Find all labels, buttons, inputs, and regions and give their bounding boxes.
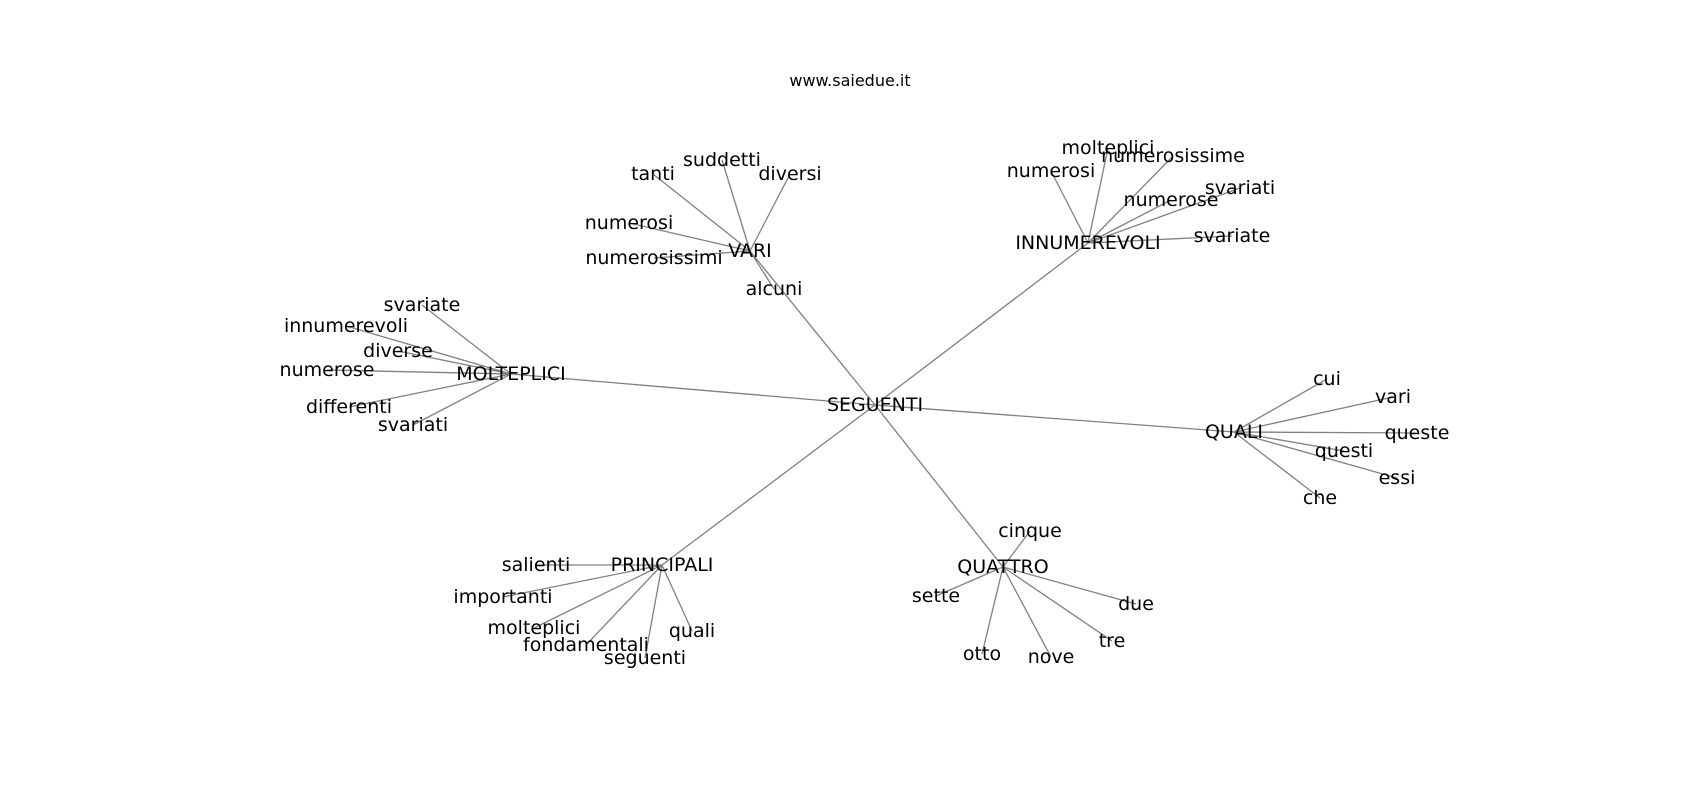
edge-hub-to-leaf [1233, 396, 1394, 433]
leaf-node-label: vari [1375, 386, 1411, 408]
leaf-node-label: tre [1099, 630, 1126, 652]
edges [326, 147, 1418, 659]
edge-hub-to-leaf [1233, 431, 1321, 499]
leaf-node-label: molteplici [1062, 137, 1155, 159]
edge-hub-to-leaf [348, 373, 512, 408]
leaf-node-label: nove [1028, 646, 1075, 668]
leaf-node-label: numerosissimi [585, 247, 722, 269]
edge-hub-to-leaf [421, 304, 512, 375]
edge-hub-to-leaf [653, 250, 751, 259]
leaf-node-label: sette [912, 585, 960, 607]
edge-hub-to-leaf [1002, 530, 1031, 568]
leaf-node-label: suddetti [683, 149, 761, 171]
edge-hub-to-leaf [1233, 431, 1345, 452]
leaf-node-label: svariati [1205, 177, 1275, 199]
leaf-node-label: innumerevoli [284, 315, 408, 337]
edge-hub-to-leaf [1087, 235, 1233, 244]
leaf-node-label: svariate [384, 294, 461, 316]
hub-node-label: VARI [728, 240, 772, 262]
edge-hub-to-leaf [1002, 566, 1113, 642]
edge-hub-to-leaf [502, 564, 663, 598]
leaf-node-label: diverse [363, 340, 433, 362]
hub-node-label: INNUMEREVOLI [1015, 232, 1160, 254]
leaf-node-label: numerosissime [1101, 145, 1245, 167]
leaf-node-label: svariate [1194, 225, 1271, 247]
hub-node-label: MOLTEPLICI [456, 363, 565, 385]
leaf-node-label: differenti [306, 396, 392, 418]
edge-root-to-hub [510, 373, 876, 406]
leaf-node-label: cui [1313, 368, 1341, 390]
edge-hub-to-leaf [1233, 431, 1398, 479]
edge-hub-to-leaf [749, 173, 791, 252]
leaf-node-label: numerosi [585, 212, 673, 234]
edge-hub-to-leaf [749, 250, 775, 290]
edge-root-to-hub [874, 404, 1004, 568]
edge-hub-to-leaf [628, 222, 751, 252]
leaf-node-label: salienti [502, 554, 571, 576]
leaf-node-label: seguenti [604, 647, 686, 669]
edge-hub-to-leaf [1002, 566, 1137, 605]
leaf-node-label: questi [1315, 440, 1373, 462]
edge-hub-to-leaf [1050, 170, 1089, 244]
site-title: www.saiedue.it [789, 71, 911, 90]
leaf-node-label: numerose [1124, 189, 1219, 211]
edge-root-to-hub [749, 250, 876, 406]
edge-hub-to-leaf [721, 159, 751, 252]
leaf-node-label: numerose [280, 359, 375, 381]
edge-hub-to-leaf [661, 564, 693, 632]
hub-node-label: QUALI [1205, 421, 1263, 443]
leaf-node-label: diversi [758, 163, 821, 185]
edge-hub-to-leaf [412, 373, 512, 426]
edge-hub-to-leaf [345, 325, 512, 375]
hub-node-label: QUATTRO [957, 556, 1048, 578]
edge-root-to-hub [874, 404, 1235, 433]
edge-hub-to-leaf [533, 564, 663, 629]
edge-hub-to-leaf [397, 350, 512, 375]
edge-hub-to-leaf [1087, 187, 1241, 244]
edge-hub-to-leaf [1087, 199, 1172, 244]
leaf-node-label: molteplici [488, 617, 581, 639]
leaf-node-label: quali [669, 620, 715, 642]
leaf-node-label: queste [1385, 422, 1450, 444]
edge-hub-to-leaf [326, 369, 512, 375]
edge-hub-to-leaf [585, 564, 663, 646]
edge-hub-to-leaf [1002, 566, 1052, 658]
edge-root-to-hub [874, 242, 1089, 406]
edge-hub-to-leaf [981, 566, 1004, 655]
edge-hub-to-leaf [652, 173, 751, 252]
edge-hub-to-leaf [644, 564, 663, 659]
leaf-node-label: alcuni [746, 278, 803, 300]
leaf-node-label: importanti [453, 586, 552, 608]
leaf-node-label: numerosi [1007, 160, 1095, 182]
leaf-node-label: due [1118, 593, 1154, 615]
leaf-node-label: fondamentali [523, 634, 649, 656]
leaf-node-label: essi [1379, 467, 1416, 489]
edge-root-to-hub [661, 404, 876, 566]
leaf-node-label: otto [963, 643, 1001, 665]
root-node-label: SEGUENTI [827, 394, 923, 416]
leaf-node-label: svariati [378, 414, 448, 436]
leaf-node-label: che [1303, 487, 1337, 509]
edge-hub-to-leaf [1087, 155, 1174, 244]
edge-hub-to-leaf [1233, 378, 1328, 433]
edge-hub-to-leaf [935, 566, 1004, 597]
leaf-node-label: tanti [631, 163, 675, 185]
leaf-node-label: cinque [998, 520, 1062, 542]
edge-hub-to-leaf [1233, 431, 1418, 434]
hub-node-label: PRINCIPALI [611, 554, 714, 576]
edge-hub-to-leaf [1087, 147, 1109, 244]
